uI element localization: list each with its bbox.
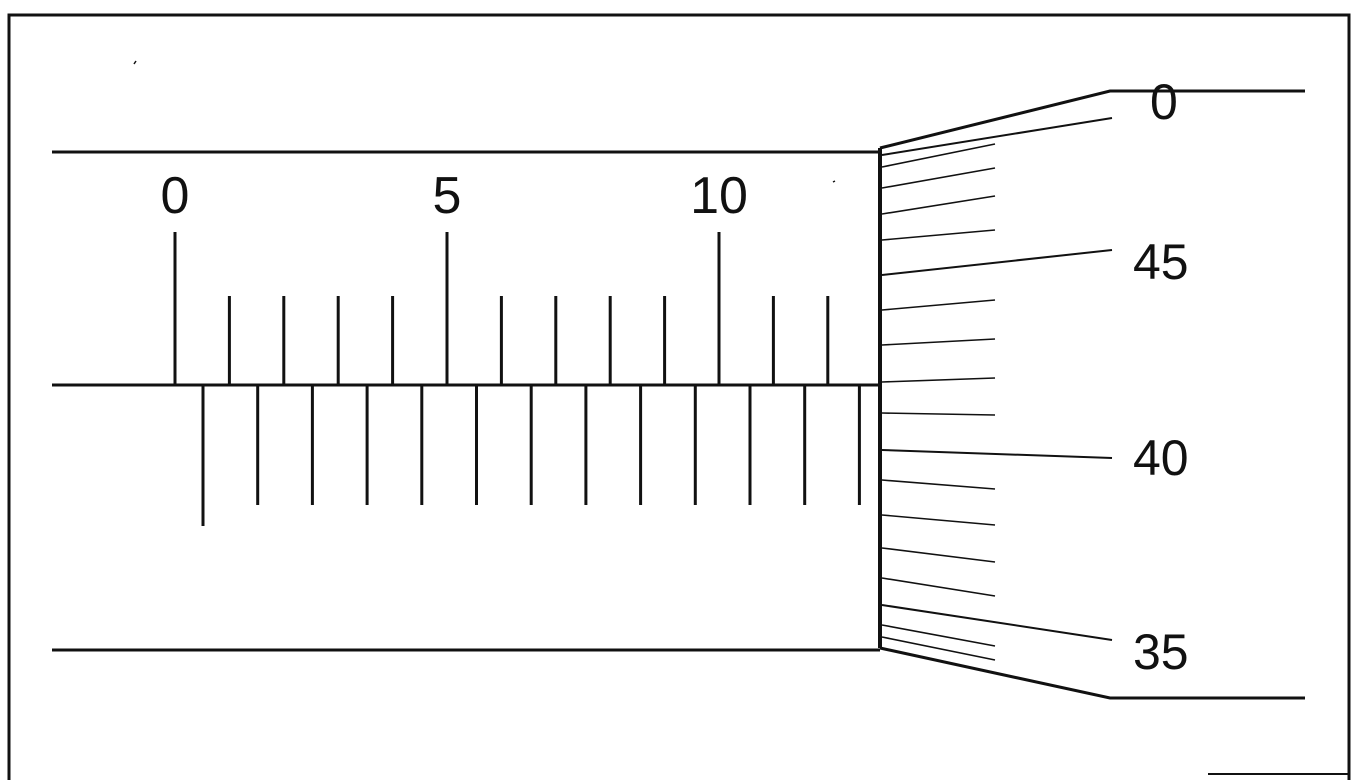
main-scale-half-mm-ticks xyxy=(201,385,861,526)
thimble-top-bevel xyxy=(879,89,1305,150)
scan-speck xyxy=(832,180,836,183)
thimble-major-line xyxy=(881,249,1113,276)
figure-frame xyxy=(7,13,1351,780)
thimble-major-line xyxy=(881,117,1113,156)
thimble-minor-line xyxy=(881,167,996,189)
sleeve: 0 5 10 xyxy=(52,150,880,652)
thimble-minor-line xyxy=(881,514,996,526)
main-scale-number: 10 xyxy=(690,167,748,225)
thimble-minor-line xyxy=(881,195,996,215)
thimble-minor-line xyxy=(881,299,996,311)
thimble-minor-line xyxy=(881,143,996,168)
thimble-minor-line xyxy=(881,479,996,490)
thimble-minor-line xyxy=(881,577,996,597)
thimble: 0 45 40 35 xyxy=(878,74,1305,700)
thimble-major-line xyxy=(881,604,1113,641)
thimble-bottom-bevel xyxy=(879,646,1305,700)
thimble-minor-line xyxy=(881,547,996,563)
thimble-scale-number: 35 xyxy=(1133,624,1189,680)
thimble-minor-line xyxy=(881,624,996,647)
thimble-minor-line xyxy=(881,377,996,383)
thimble-minor-line xyxy=(881,412,996,416)
thimble-scale-number: 40 xyxy=(1133,430,1189,486)
thimble-major-line xyxy=(881,449,1113,459)
thimble-minor-line xyxy=(881,229,996,241)
thimble-minor-line xyxy=(881,636,996,661)
main-scale-number: 5 xyxy=(433,167,462,225)
scan-speck xyxy=(133,60,137,65)
main-scale-mm-ticks xyxy=(173,232,830,385)
thimble-minor-line xyxy=(881,338,996,346)
thimble-scale-ticks xyxy=(881,117,1113,661)
thimble-scale-number: 45 xyxy=(1133,234,1189,290)
main-scale-number: 0 xyxy=(161,167,190,225)
thimble-clipped-label: 0 xyxy=(1150,74,1178,130)
